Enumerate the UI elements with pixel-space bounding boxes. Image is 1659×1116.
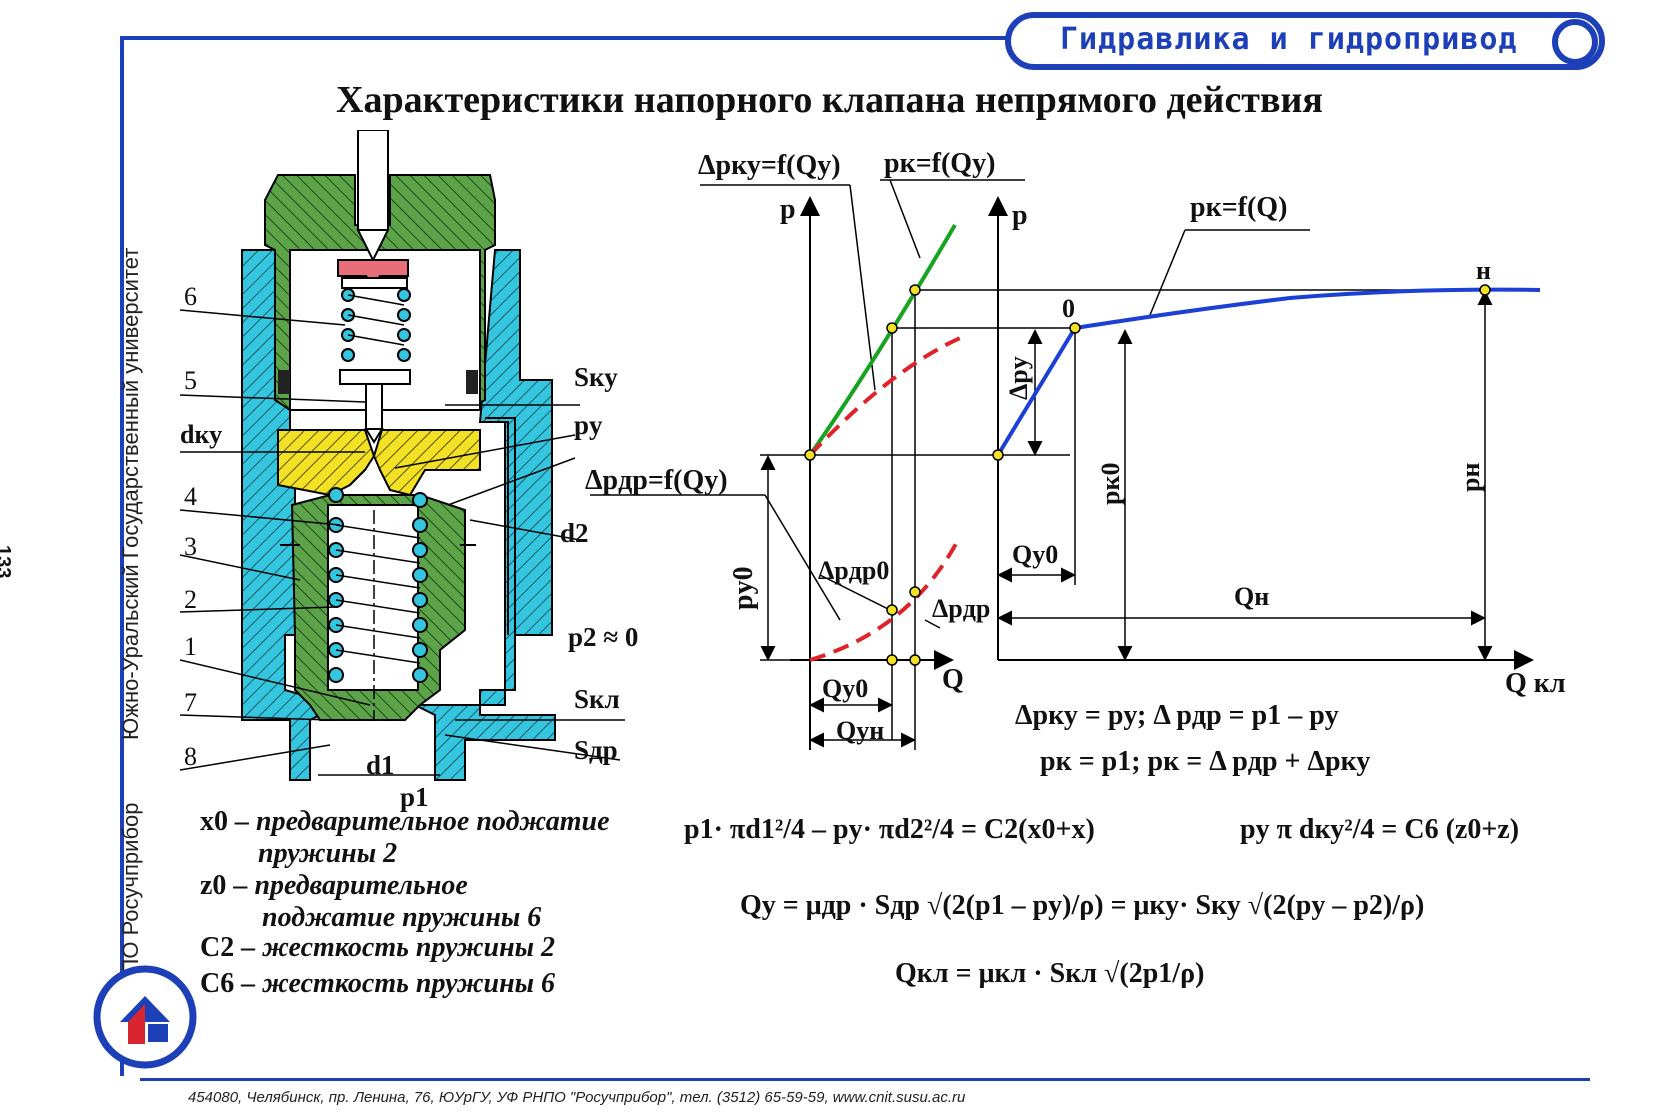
rnpo-logo: [93, 965, 197, 1069]
university-name: Южно-Уральский Государственный университ…: [118, 247, 143, 740]
label-part-4: 4: [184, 482, 197, 511]
legend-description: – жесткость пружины 2: [241, 932, 556, 963]
side-rule: [120, 36, 124, 1076]
label-pk-q-function: pк=f(Q): [1190, 192, 1288, 223]
legend-description: поджатие пружины 6: [262, 902, 542, 933]
label-sky: Sку: [574, 362, 618, 392]
footer-rule: [140, 1078, 1590, 1081]
formula-pilot-balance: pу π dку²/4 = C6 (z0+z): [1240, 814, 1520, 845]
label-pk-qy-function: pк=f(Qу): [884, 148, 996, 179]
label-part-3: 3: [184, 532, 197, 561]
label-dpdr0: Δpдр0: [818, 556, 890, 585]
right-q-axis-label: Q кл: [1505, 668, 1566, 699]
label-sdr: Sдр: [574, 735, 618, 765]
label-dpy: Δpу: [1004, 356, 1033, 400]
label-qy0: Qу0: [822, 674, 869, 703]
label-dpdr-function: Δpдр=f(Qу): [585, 465, 728, 496]
label-d1: d1: [366, 750, 395, 780]
right-p-axis-label: p: [1012, 200, 1028, 231]
legend-z0: z0 – предварительное поджатие пружины 6: [200, 870, 541, 934]
label-ph: pн: [1456, 462, 1485, 492]
valve-drawing: [180, 130, 625, 781]
legend-symbol: C2: [200, 932, 235, 963]
label-qy0-right: Qу0: [1012, 540, 1059, 569]
formula-pk: pк = p1; pк = Δ pдр + Δpку: [1040, 746, 1371, 777]
label-dpdr: Δpдр: [932, 594, 991, 623]
legend-c6: C6 – жесткость пружины 6: [200, 968, 555, 1000]
legend-symbol: C6: [200, 968, 235, 999]
label-p2: p2 ≈ 0: [568, 622, 639, 652]
header-rule: [120, 36, 1010, 40]
legend-description: пружины 2: [258, 838, 398, 869]
label-dpky-function: Δpку=f(Qу): [698, 150, 841, 181]
dpdr-curve-red: [809, 539, 960, 662]
legend-x0: x0 – предварительное поджатие пружины 2: [200, 806, 610, 870]
label-part-2: 2: [184, 585, 197, 614]
label-part-5: 5: [184, 366, 197, 395]
label-point-0: 0: [1062, 294, 1075, 323]
header-badge: [1005, 12, 1605, 70]
label-part-8: 8: [184, 742, 197, 771]
header-circle-icon: [1552, 19, 1598, 65]
formula-pressure-drops: Δpку = pу; Δ pдр = p1 – pу: [1015, 700, 1339, 731]
legend-description: – предварительное поджатие: [235, 806, 610, 837]
legend-description: – предварительное: [233, 870, 468, 901]
formula-spool-balance: p1· πd1²/4 – pу· πd2²/4 = C2(x0+x): [684, 814, 1095, 845]
characteristics-graph: [590, 179, 1541, 750]
legend-description: – жесткость пружины 6: [241, 968, 556, 999]
label-py: pу: [574, 410, 603, 440]
label-part-1: 1: [184, 632, 197, 661]
page-title: Характеристики напорного клапана непрямо…: [336, 79, 1323, 121]
formula-pilot-flow: Qу = μдр · Sдр √(2(p1 – pу)/ρ) = μку· Sк…: [740, 890, 1425, 921]
pk-curve-green: [808, 223, 957, 457]
legend-c2: C2 – жесткость пружины 2: [200, 932, 555, 964]
course-title: Гидравлика и гидропривод: [1060, 22, 1518, 57]
legend-symbol: x0: [200, 806, 228, 837]
left-p-axis-label: p: [780, 194, 796, 225]
label-d2: d2: [560, 518, 589, 548]
label-point-n: н: [1476, 256, 1491, 285]
label-p1: p1: [400, 782, 429, 812]
dpky-curve-red: [808, 336, 961, 457]
label-py0: pу0: [728, 566, 759, 610]
left-q-axis-label: Q: [942, 664, 964, 695]
label-part-7: 7: [184, 688, 197, 717]
label-skl: Sкл: [574, 684, 620, 714]
page-number: 133: [0, 545, 14, 579]
label-dky: dку: [180, 420, 223, 449]
formula-main-flow: Qкл = μкл · Sкл √(2p1/ρ): [895, 958, 1205, 989]
label-pk0: pк0: [1096, 462, 1125, 505]
label-qn: Qн: [1234, 582, 1270, 611]
footer-address: 454080, Челябинск, пр. Ленина, 76, ЮУрГУ…: [188, 1089, 966, 1106]
label-qyn: Qун: [836, 716, 885, 745]
pk-curve-blue: [996, 287, 1541, 457]
legend-symbol: z0: [200, 870, 227, 901]
label-part-6: 6: [184, 282, 197, 311]
